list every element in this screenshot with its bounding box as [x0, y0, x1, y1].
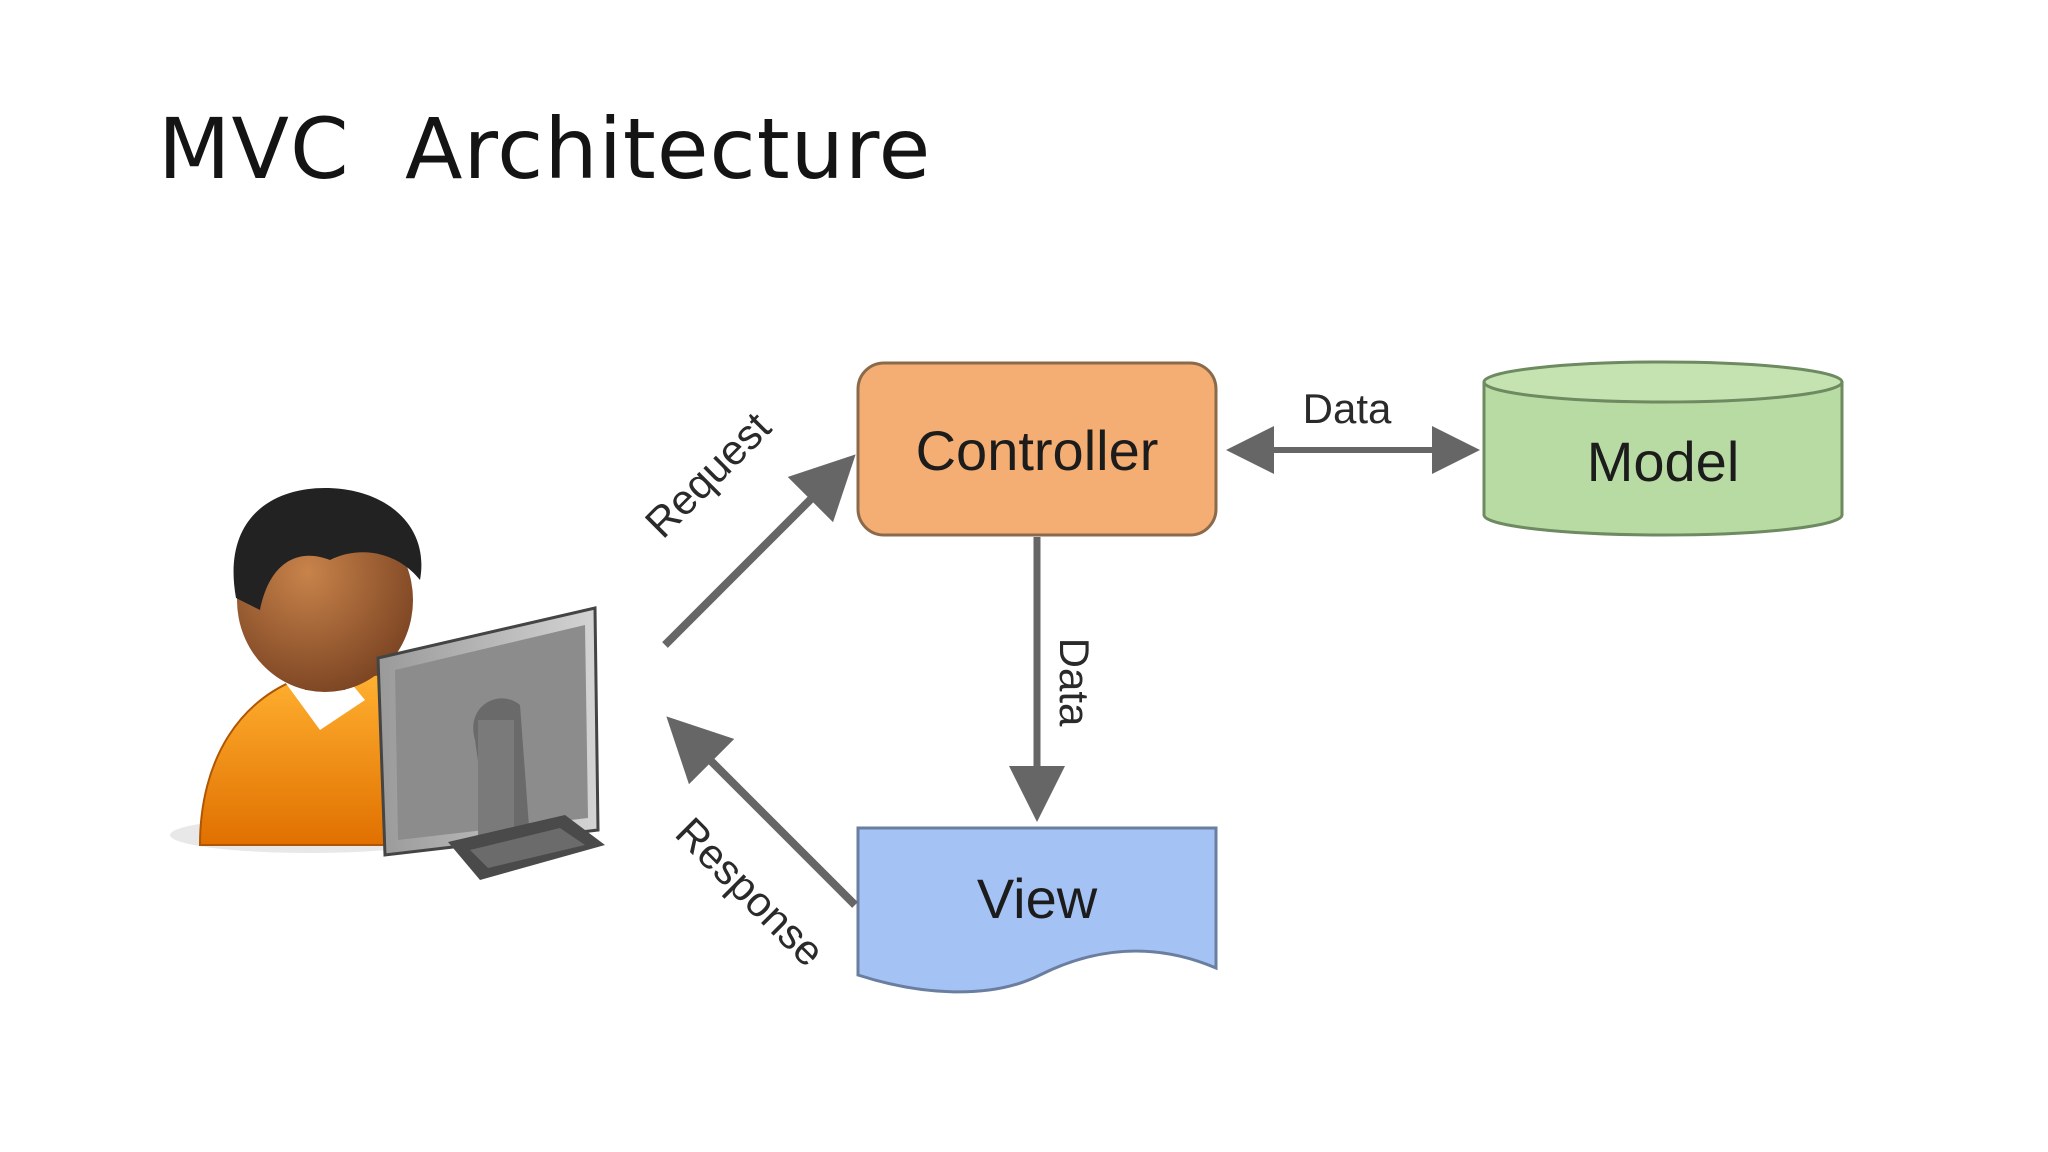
view-document-box	[856, 826, 1218, 994]
model-cylinder	[1482, 360, 1844, 537]
controller-label: Controller	[916, 419, 1159, 482]
response-label: Response	[667, 808, 834, 975]
controller-box	[856, 361, 1218, 537]
request-arrow	[662, 454, 856, 648]
controller-view-data-label: Data	[1051, 638, 1098, 727]
slide-title: MVC Architecture	[158, 100, 932, 198]
view-label: View	[977, 867, 1098, 930]
controller-model-data-label: Data	[1303, 385, 1392, 432]
request-label: Request	[636, 403, 780, 547]
response-arrow	[666, 716, 858, 908]
user-at-computer-icon	[170, 488, 605, 880]
model-label: Model	[1587, 430, 1740, 493]
